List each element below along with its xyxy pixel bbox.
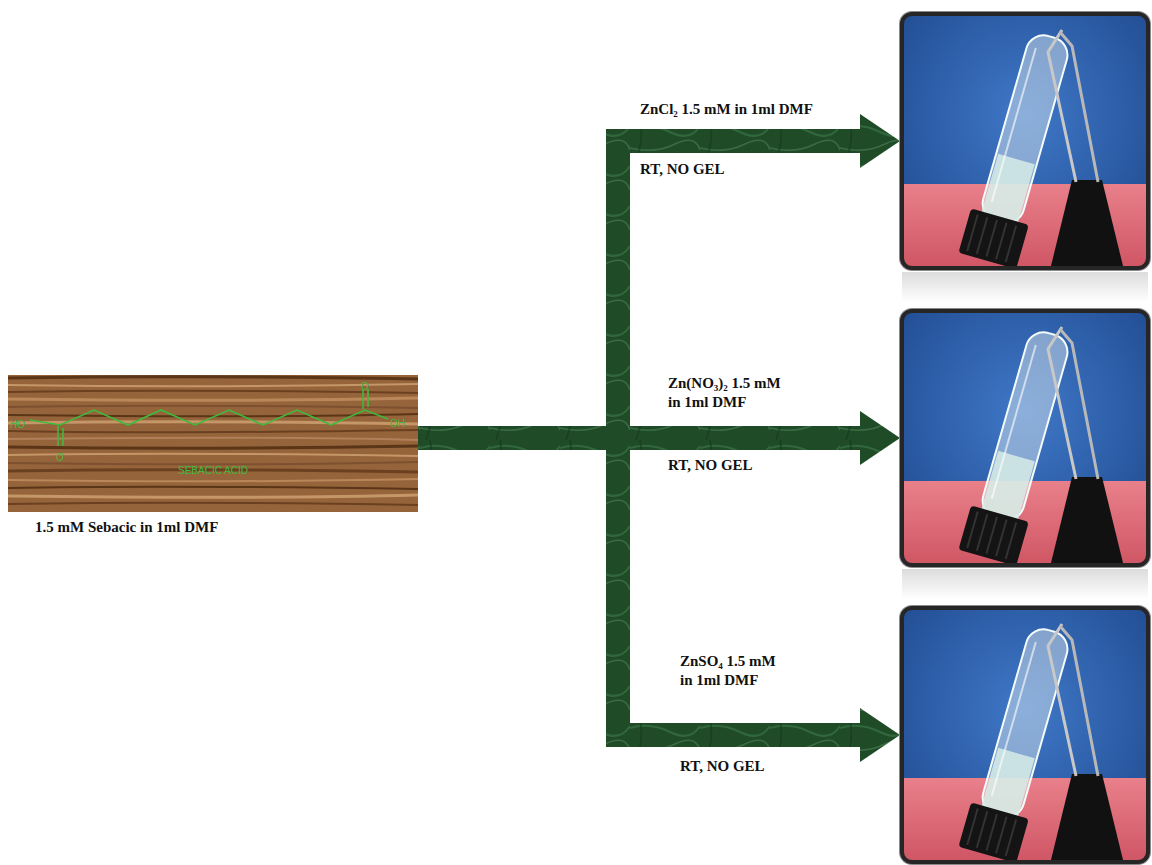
compound-panel: SEBACIC ACID1.5 mM Sebacic in 1ml DMF xyxy=(8,375,418,512)
double-bond xyxy=(362,389,364,409)
wood-grain xyxy=(8,384,418,386)
wood-grain xyxy=(8,462,418,464)
photo-reflection xyxy=(902,569,1148,599)
reagent-label-box: Zn(NO₃)₂ 1.5 mM in 1ml DMF xyxy=(668,374,788,412)
wood-grain xyxy=(8,422,418,424)
wood-grain xyxy=(8,430,418,432)
reagent-label: Zn(NO₃)₂ 1.5 mM in 1ml DMF xyxy=(668,375,781,410)
atom-label-box: O xyxy=(361,376,369,394)
atom-label: HO xyxy=(10,419,25,430)
sample-caption: 1.5 mM Sebacic in 1ml DMF xyxy=(35,519,218,535)
vial-photo xyxy=(900,309,1150,567)
wood-grain xyxy=(8,438,418,440)
compound-name: SEBACIC ACID xyxy=(178,465,248,476)
sample-caption-box: 1.5 mM Sebacic in 1ml DMF xyxy=(35,518,355,537)
vial-photo xyxy=(900,12,1150,270)
arrow-head xyxy=(860,708,900,762)
compound-name-box: SEBACIC ACID xyxy=(8,460,418,478)
wood-grain xyxy=(8,391,418,393)
wood-grain xyxy=(8,398,418,400)
atom-label: O xyxy=(56,452,64,463)
reaction-arrow xyxy=(418,438,900,762)
vial-photo-frame xyxy=(900,606,1150,864)
reagent-label-box: ZnCl₂ 1.5 mM in 1ml DMF xyxy=(640,100,900,119)
reaction-arrow xyxy=(418,114,900,438)
wood-grain xyxy=(8,454,418,456)
arrow-head xyxy=(860,411,900,465)
atom-label-box: OH xyxy=(390,413,405,431)
wood-grain xyxy=(8,479,418,481)
arrow-head xyxy=(860,114,900,168)
wood-grain xyxy=(8,377,418,379)
reagent-label: ZnSO₄ 1.5 mM in 1ml DMF xyxy=(680,653,776,688)
reagent-label: ZnCl₂ 1.5 mM in 1ml DMF xyxy=(640,101,813,117)
atom-label-box: HO xyxy=(10,414,25,432)
reagent-label-box: ZnSO₄ 1.5 mM in 1ml DMF xyxy=(680,652,788,690)
condition-note-box: RT, NO GEL xyxy=(640,160,725,179)
wood-grain xyxy=(8,495,418,497)
arrow-shaft xyxy=(418,141,861,438)
arrow-shaft xyxy=(418,438,861,735)
wood-grain xyxy=(8,406,418,408)
vial-photo-frame xyxy=(900,309,1150,567)
condition-note: RT, NO GEL xyxy=(668,457,753,473)
double-bond xyxy=(57,426,59,446)
atom-label: O xyxy=(361,381,369,392)
wood-grain xyxy=(8,503,418,505)
wood-ground xyxy=(8,375,418,512)
atom-label: OH xyxy=(390,418,405,429)
atom-label-box: O xyxy=(56,447,64,465)
vial-photo xyxy=(900,606,1150,864)
condition-note-box: RT, NO GEL xyxy=(680,757,765,776)
wood-grain xyxy=(8,487,418,489)
condition-note: RT, NO GEL xyxy=(680,758,765,774)
wood-grain xyxy=(8,446,418,448)
condition-note-box: RT, NO GEL xyxy=(668,456,753,475)
molecule-structure xyxy=(30,389,388,446)
carbon-chain xyxy=(30,410,388,425)
photo-reflection xyxy=(902,272,1148,302)
condition-note: RT, NO GEL xyxy=(640,161,725,177)
double-bond xyxy=(62,428,64,446)
vial-photo-frame xyxy=(900,12,1150,270)
wood-texture xyxy=(8,375,418,512)
